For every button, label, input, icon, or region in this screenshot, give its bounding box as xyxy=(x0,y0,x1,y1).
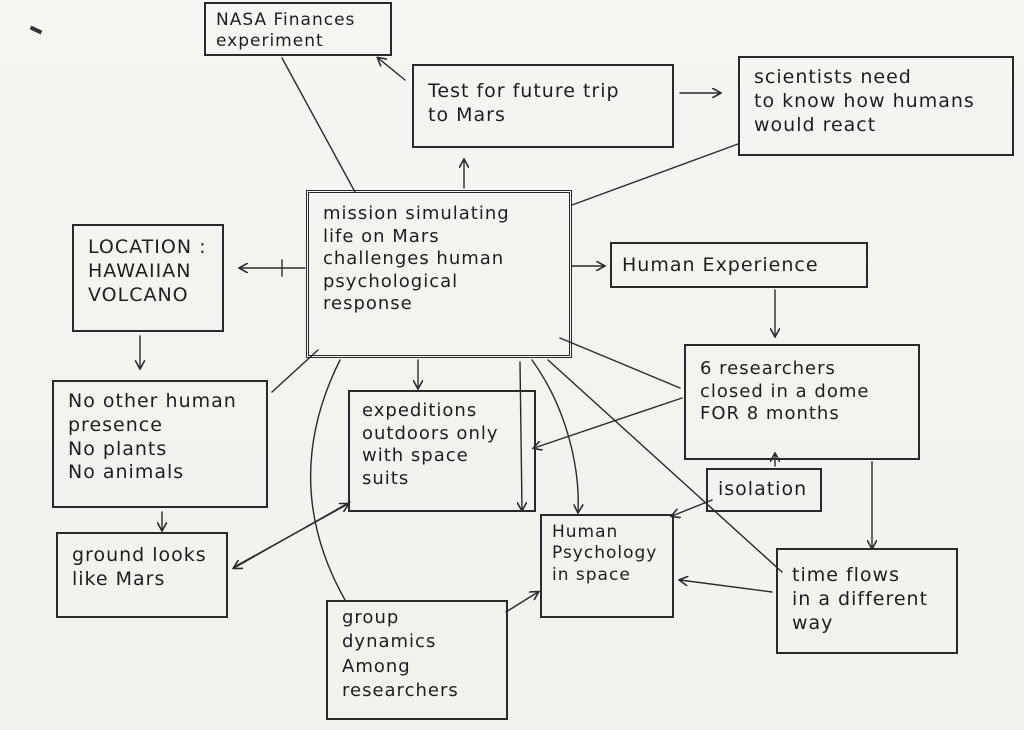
link-center-expeditions-2 xyxy=(520,361,522,510)
node-scientists-need: scientists need to know how humans would… xyxy=(738,56,1014,156)
link-center-researchers xyxy=(559,337,681,389)
node-test-future-trip: Test for future trip to Mars xyxy=(412,64,674,148)
link-center-scientists xyxy=(571,143,739,206)
link-isolation-psychology xyxy=(672,499,713,516)
link-center-psychology xyxy=(531,359,578,512)
link-center-group xyxy=(309,359,346,601)
node-group-dynamics: group dynamics Among researchers xyxy=(326,600,508,720)
link-time-psychology xyxy=(680,580,773,593)
link-group-psychology xyxy=(505,592,538,613)
link-center-nasa xyxy=(281,57,356,193)
node-center-mission: mission simulating life on Mars challeng… xyxy=(306,190,572,358)
node-human-psychology: Human Psychology in space xyxy=(540,514,674,618)
node-6-researchers: 6 researchers closed in a dome FOR 8 mon… xyxy=(684,344,920,460)
node-isolation: isolation xyxy=(706,468,822,512)
link-center-time xyxy=(547,359,783,573)
node-location: LOCATION : HAWAIIAN VOLCANO xyxy=(72,224,224,332)
node-ground-looks: ground looks like Mars xyxy=(56,532,228,618)
node-expeditions: expeditions outdoors only with space sui… xyxy=(348,390,536,512)
node-time-flows: time flows in a different way xyxy=(776,548,958,654)
node-nasa-finances: NASA Finances experiment xyxy=(204,2,392,56)
node-no-other-presence: No other human presence No plants No ani… xyxy=(52,380,268,508)
node-human-experience: Human Experience xyxy=(610,242,868,288)
link-test-nasa xyxy=(378,58,406,81)
link-researchers-expeditions xyxy=(534,397,683,448)
